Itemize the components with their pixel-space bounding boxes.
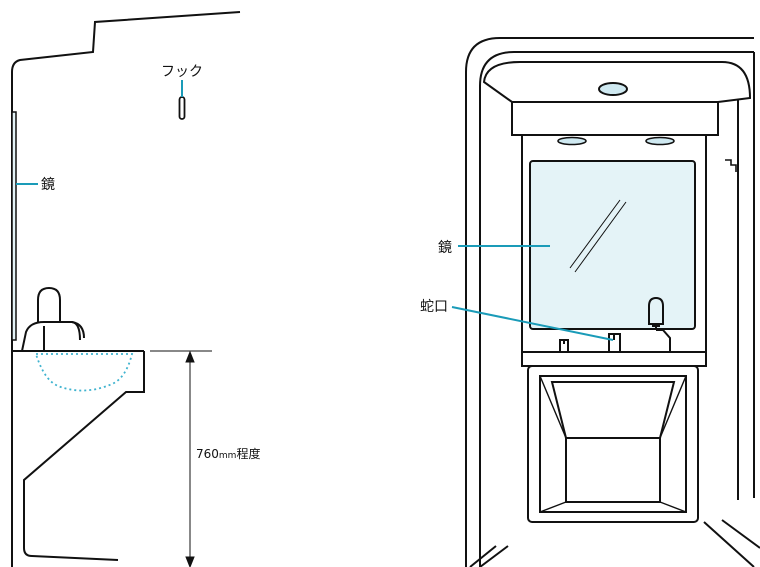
booth-right-wall — [737, 52, 755, 500]
floor-left-line — [469, 545, 509, 567]
hook-shape — [178, 96, 186, 120]
downlight-right — [645, 136, 675, 146]
faucet-left — [559, 339, 569, 352]
basin-corner-lines — [539, 375, 687, 513]
side-mirror-label: 鏡 — [41, 177, 55, 193]
hook-label: フック — [161, 64, 203, 80]
height-value: 760 — [196, 447, 219, 461]
booth-inner-shell — [479, 51, 754, 567]
counter-front-profile — [23, 351, 145, 561]
hinge-icon — [725, 159, 737, 172]
mirror-glare — [569, 199, 627, 273]
booth-outer-shell — [465, 37, 754, 567]
faucet-right — [608, 333, 621, 352]
height-suffix: 程度 — [236, 446, 260, 461]
front-mirror — [529, 160, 696, 330]
side-mirror-panel — [11, 111, 17, 341]
front-view — [465, 37, 760, 567]
side-view — [11, 11, 241, 567]
side-ceiling-outline — [11, 11, 241, 567]
downlight-left — [557, 136, 587, 146]
sink-cabinet — [527, 365, 699, 523]
basin-rim — [539, 375, 687, 513]
basin-bottom — [565, 437, 661, 503]
floor-right-line — [703, 519, 760, 567]
side-faucet-lever — [37, 286, 61, 322]
side-faucet-spout-end — [71, 321, 85, 339]
faucet-leader-line — [451, 306, 614, 341]
height-dimension-label: 760mm程度 — [196, 446, 260, 461]
ceiling-lamp-oval — [598, 82, 628, 96]
counter-band — [521, 351, 707, 367]
canopy-outline — [482, 61, 752, 103]
dimension-arrow-top — [185, 350, 195, 363]
faucet-label: 蛇口 — [420, 299, 448, 315]
hidden-basin-outline — [34, 353, 134, 392]
light-box — [511, 101, 719, 136]
dimension-arrow-bottom — [185, 556, 195, 567]
height-unit: mm — [219, 451, 237, 461]
side-faucet — [21, 321, 81, 352]
front-mirror-label: 鏡 — [438, 240, 452, 256]
basin-bowl — [550, 381, 676, 439]
